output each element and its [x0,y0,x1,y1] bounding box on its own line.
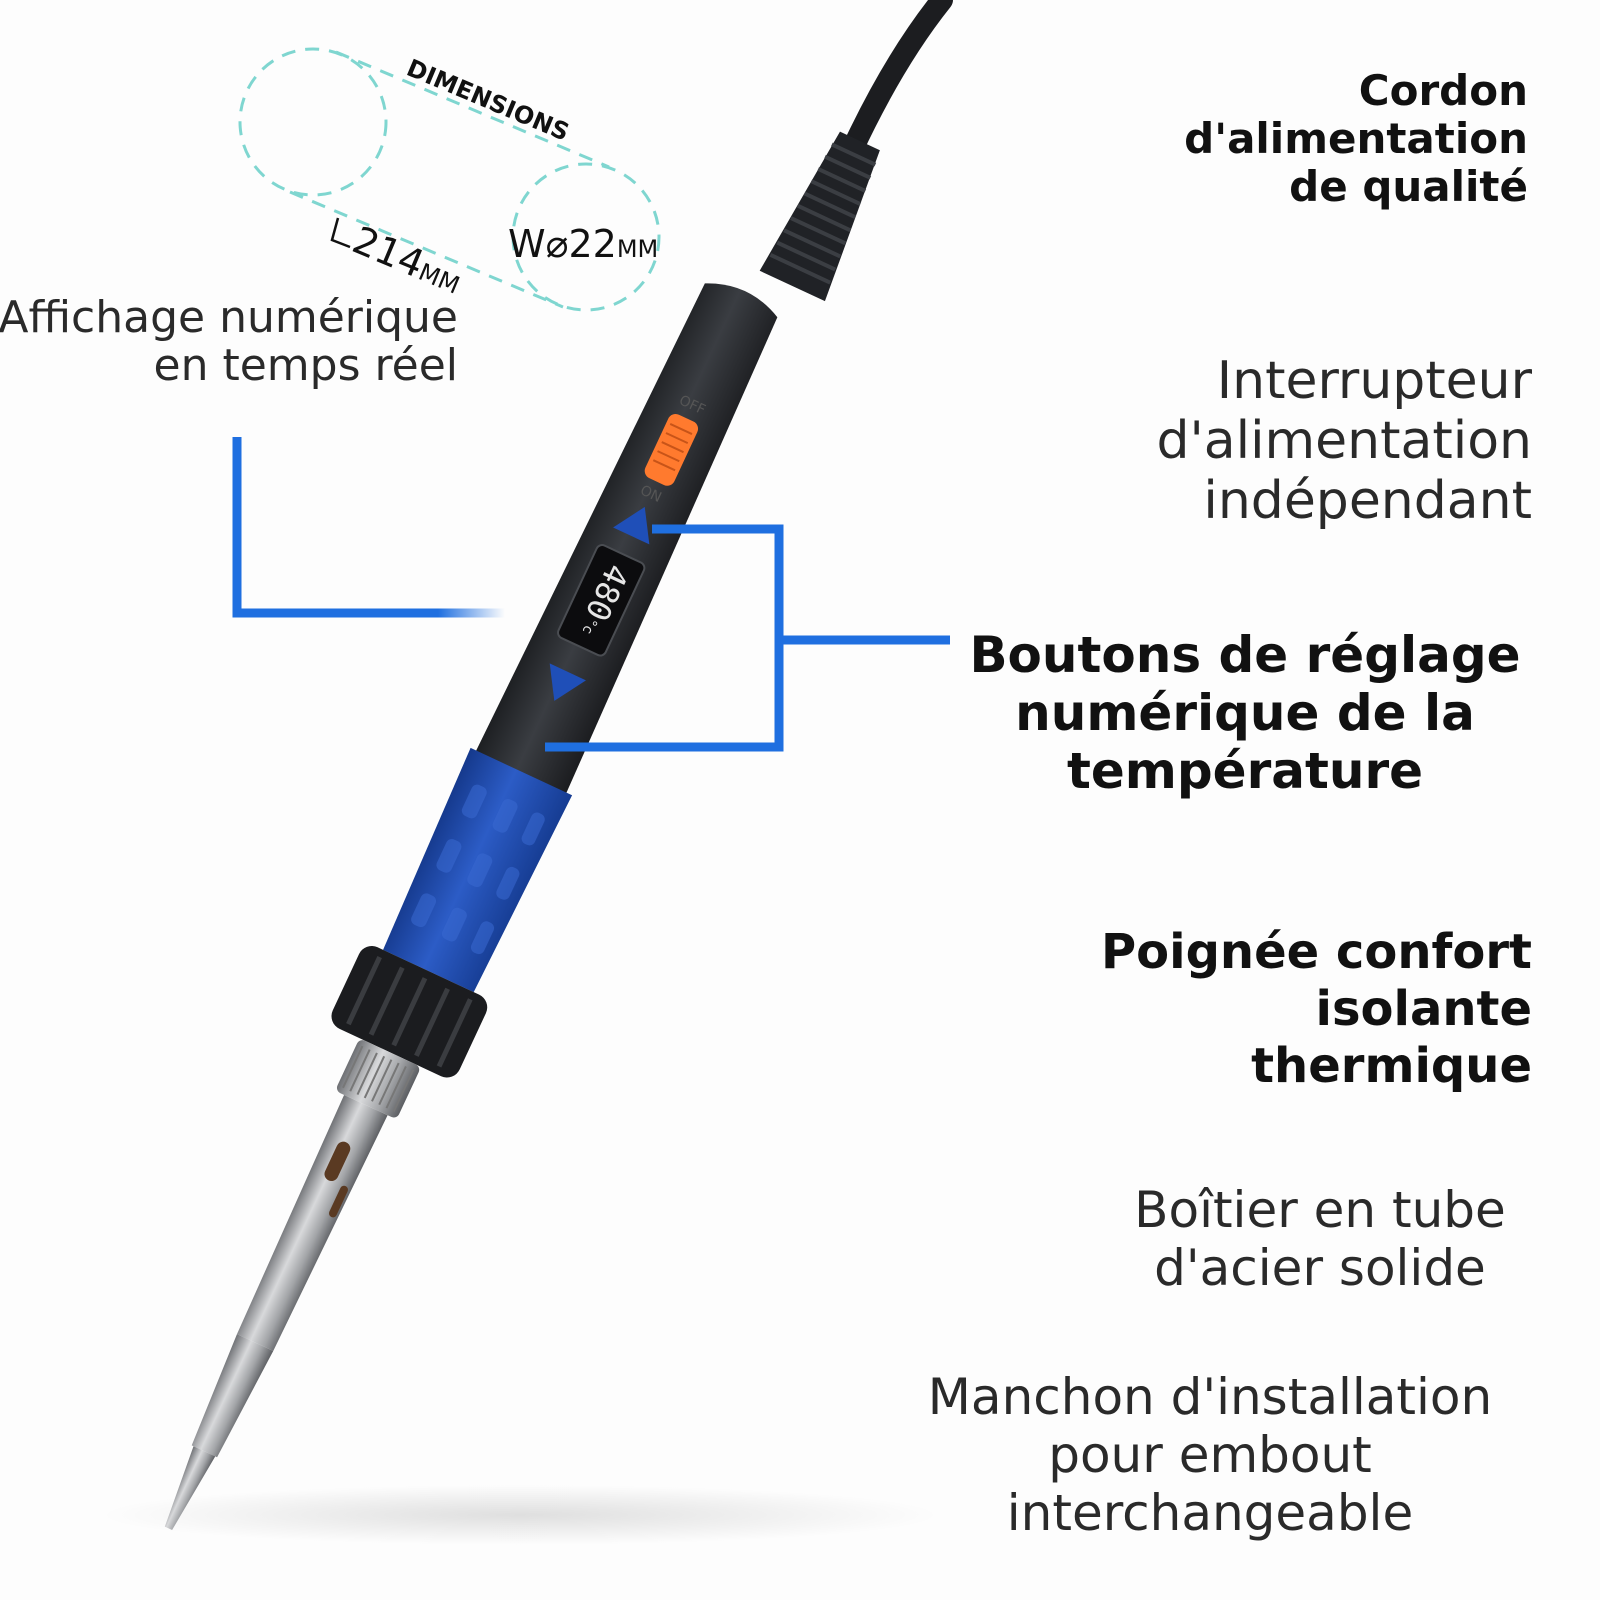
label-display-line-1: Affichage numérique [0,292,458,343]
label-tube-line-2: d'acier solide [1154,1239,1486,1297]
label-display: Affichage numérique en temps réel [0,296,458,388]
handle-body [471,283,778,802]
label-cord: Cordon d'alimentation de qualité [1184,70,1528,208]
label-grip-line-2: isolante [1315,981,1532,1037]
length-bracket-mark [330,217,351,249]
dimensions-title: DIMENSIONS [403,54,574,147]
dimensions-graphic [238,47,661,312]
display-callout-line [232,437,505,618]
label-tube: Boîtier en tube d'acier solide [1090,1185,1550,1293]
soldering-tip [164,1446,216,1531]
power-cable [841,0,953,161]
label-cord-line-3: de qualité [1289,162,1528,211]
label-switch-line-2: d'alimentation [1156,411,1532,471]
buttons-callout-bracket [545,524,950,752]
label-switch-line-1: Interrupteur [1216,351,1532,411]
power-switch[interactable] [642,411,701,488]
label-grip: Poignée confort isolante thermique [1101,928,1532,1090]
label-display-line-2: en temps réel [153,340,458,391]
label-cord-line-1: Cordon [1358,66,1528,115]
label-sleeve-line-1: Manchon d'installation [927,1368,1493,1426]
tip-sleeve [191,1334,274,1458]
label-grip-line-1: Poignée confort [1100,924,1532,980]
label-sleeve: Manchon d'installation pour embout inter… [905,1372,1515,1538]
label-grip-line-3: thermique [1251,1038,1532,1094]
temp-down-button[interactable] [536,663,586,709]
label-buttons-line-1: Boutons de réglage [969,626,1521,684]
temp-up-button[interactable] [613,498,663,545]
temperature-display [557,544,646,657]
label-switch-line-3: indépendant [1203,471,1532,531]
label-switch: Interrupteur d'alimentation indépendant [1156,355,1532,527]
callout-lines [190,96,1192,1466]
soldering-iron: OFF ON 480°c [164,0,953,1531]
label-sleeve-line-3: interchangeable [1006,1484,1414,1542]
strain-relief [759,131,880,302]
label-buttons-line-2: numérique de la [1015,684,1475,742]
label-buttons: Boutons de réglage numérique de la tempé… [960,630,1530,796]
diameter-value: W⌀22MM [508,222,658,266]
label-sleeve-line-2: pour embout [1048,1426,1372,1484]
label-tube-line-1: Boîtier en tube [1134,1181,1506,1239]
steel-tube [236,1094,388,1352]
label-buttons-line-3: température [1066,742,1424,800]
label-cord-line-2: d'alimentation [1184,114,1528,163]
floor-shadow [100,1485,940,1545]
knurled-collar [336,1040,420,1118]
